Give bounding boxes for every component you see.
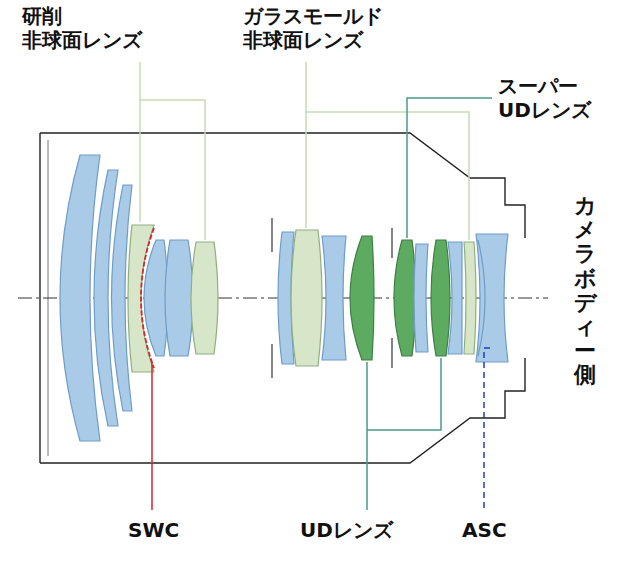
leader-line	[367, 358, 441, 510]
lens-barrel	[40, 133, 525, 463]
leader-line	[484, 348, 490, 510]
callout-label: ガラスモールド 非球面レンズ	[243, 4, 383, 52]
front-group	[60, 155, 132, 441]
aperture-marks	[272, 218, 392, 378]
lens-surface	[478, 240, 485, 356]
super-ud-element	[394, 240, 416, 356]
lens-element	[414, 244, 428, 352]
aspheric-element	[291, 230, 322, 366]
barrel-front	[39, 133, 40, 463]
leader-line	[140, 62, 205, 240]
side-label: カメラボディー側	[574, 194, 596, 388]
callout-label: スーパー UDレンズ	[498, 74, 591, 122]
lens-element	[476, 234, 508, 362]
stop-line	[271, 344, 272, 378]
ud-element	[431, 240, 450, 356]
leader-line	[151, 362, 153, 510]
callout-label: SWC	[128, 518, 179, 542]
callout-label: 研削 非球面レンズ	[22, 4, 142, 52]
leader-line	[407, 98, 492, 238]
rear-group	[278, 230, 508, 366]
leader-lines	[140, 62, 492, 510]
stop-line	[391, 228, 392, 258]
swc-coating	[141, 228, 154, 368]
callout-label: UDレンズ	[300, 518, 393, 542]
callout-label: ASC	[462, 518, 507, 542]
lens-element	[165, 240, 193, 356]
aspheric-element	[191, 242, 218, 354]
lens-element	[322, 236, 346, 360]
aspheric-element	[464, 242, 476, 354]
stop-line	[271, 218, 272, 252]
ud-element	[350, 236, 374, 360]
lens-element	[448, 242, 462, 354]
stop-line	[391, 338, 392, 368]
leader-line	[306, 62, 469, 240]
second-group	[128, 225, 218, 372]
